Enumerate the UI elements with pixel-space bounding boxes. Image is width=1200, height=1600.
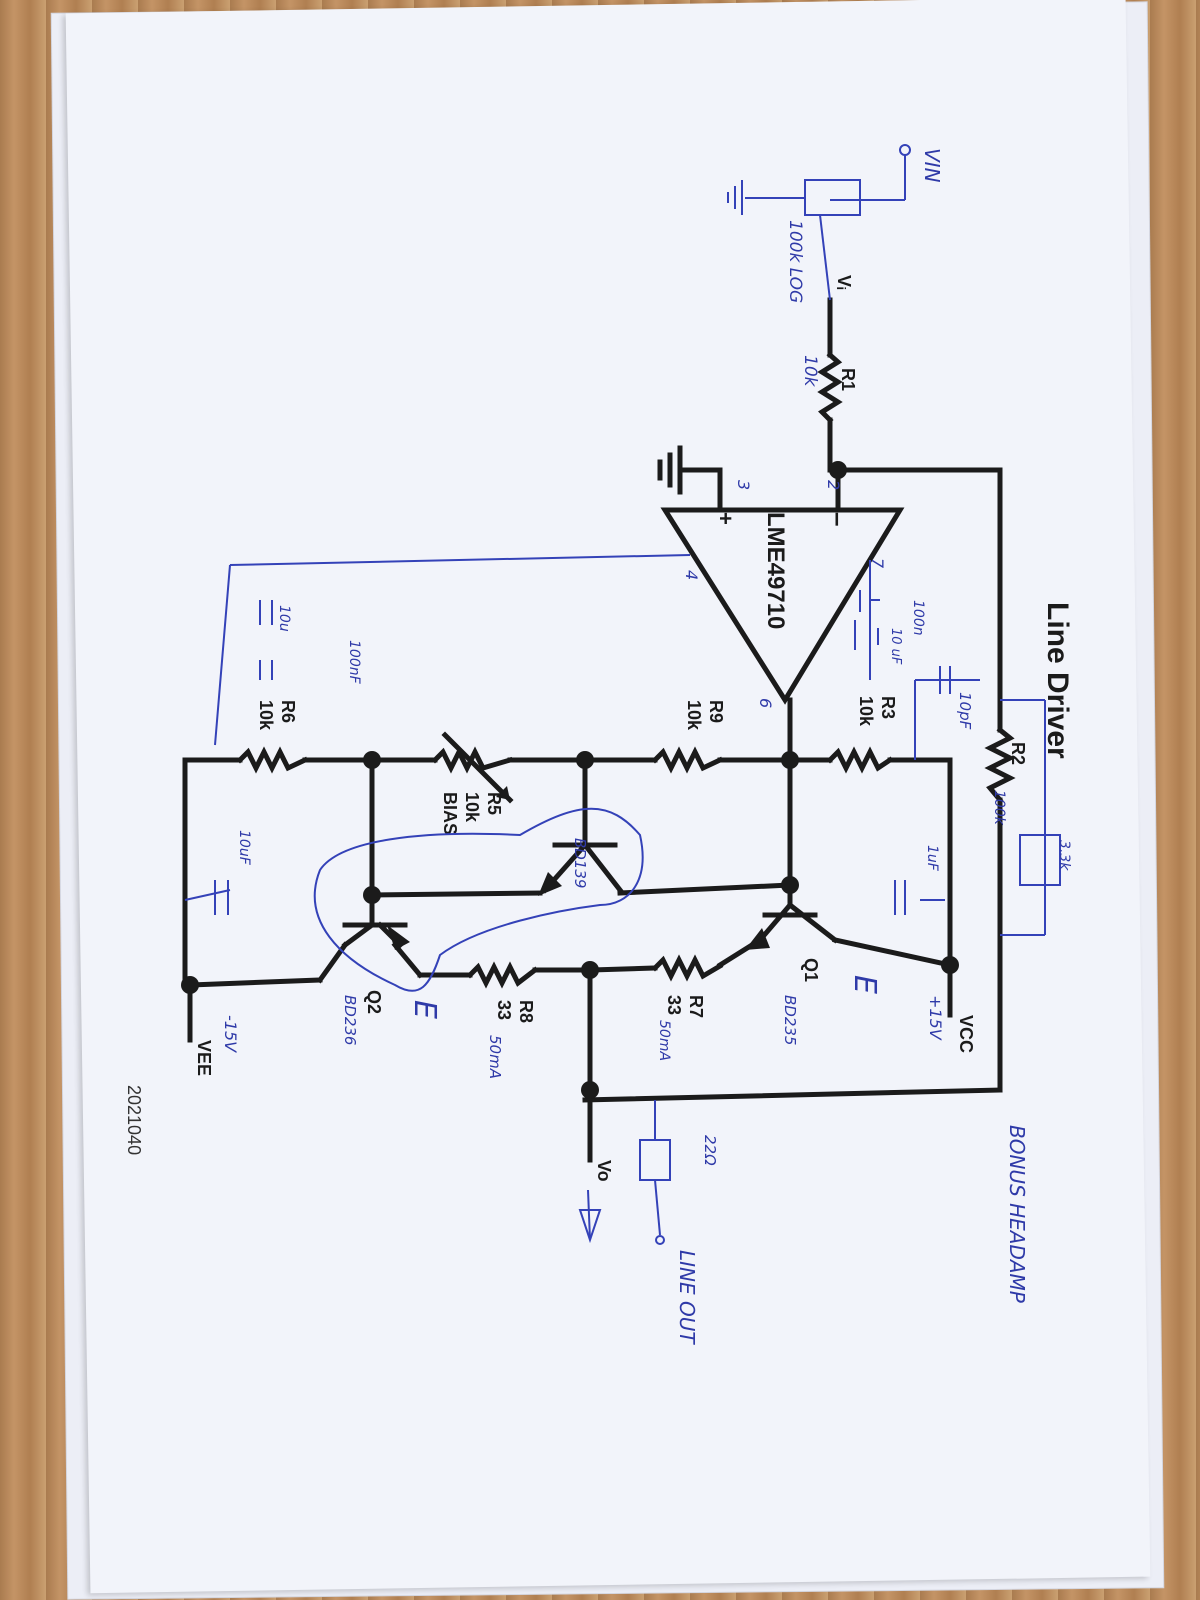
hw-r2-parallel: 3.3k — [1056, 840, 1072, 871]
r3-ref: R3 — [878, 696, 898, 719]
r6-value: 10k — [256, 700, 276, 731]
hw-cap-10uf-bottom: 10uF — [236, 830, 252, 866]
printed-wiring — [182, 297, 1003, 1163]
hw-cap-100n-top: 100n — [910, 600, 926, 636]
hw-pin6: 6 — [756, 698, 775, 708]
qb-arrow — [538, 872, 562, 896]
transistor-symbols — [341, 841, 839, 950]
q1-collector — [786, 901, 839, 944]
hw-pin7: 7 — [868, 558, 887, 569]
resistor-r1 — [817, 351, 843, 424]
footer-code: 2021040 — [124, 1085, 144, 1155]
resistor-r2 — [984, 726, 1016, 804]
handwritten-wiring — [184, 144, 1061, 1245]
diagram-title: Line Driver — [1041, 602, 1074, 759]
r5-value: 10k — [462, 792, 482, 823]
hw-line-out-r: 22Ω — [701, 1135, 719, 1166]
r8-value: 33 — [494, 1000, 514, 1020]
vee-label: VEE — [194, 1040, 214, 1076]
hw-pin3: 3 — [734, 480, 753, 490]
opamp-symbol — [660, 507, 905, 705]
hw-pin4: 4 — [682, 570, 701, 580]
q1-emitter — [756, 901, 794, 944]
opamp-minus: – — [824, 512, 854, 526]
qb-collector — [581, 841, 624, 894]
r5-note: BIAS — [440, 792, 460, 835]
hw-vin: VIN — [920, 148, 944, 183]
opamp-label: LME49710 — [762, 512, 789, 629]
r8-ref: R8 — [516, 1000, 536, 1023]
hw-pin2: 2 — [824, 480, 843, 490]
hw-vee-voltage: -15V — [221, 1015, 240, 1053]
hw-emitter-q2: E — [407, 1000, 442, 1019]
junction-dots — [181, 461, 959, 1099]
hw-cap-10u-left: 10u — [276, 605, 292, 632]
ground-symbol — [657, 445, 683, 495]
hw-r7-current: 50mA — [656, 1020, 672, 1061]
hw-q-bias-part: BD139 — [571, 838, 589, 888]
r7-ref: R7 — [686, 995, 706, 1018]
hw-line-out: LINE OUT — [675, 1250, 699, 1345]
r6-ref: R6 — [278, 700, 298, 723]
q2-arrow — [387, 925, 410, 950]
hw-cap-10pf: 10pF — [956, 692, 974, 730]
opamp-plus: + — [713, 512, 738, 525]
vo-label: Vo — [594, 1160, 614, 1182]
r3-value: 10k — [856, 696, 876, 727]
hw-emitter-q1: E — [847, 975, 882, 994]
r9-ref: R9 — [706, 700, 726, 723]
resistor-symbols — [236, 351, 1016, 989]
hw-q1-part: BD235 — [781, 995, 799, 1045]
hw-r1-value: 10k — [800, 355, 820, 388]
hw-r2-value: 100k — [991, 790, 1007, 826]
resistor-r9 — [651, 746, 724, 774]
hw-cap-1uf: 1uF — [924, 845, 940, 872]
printed-labels: Line Driver LME49710 – + R1 R2 R3 10k R5… — [124, 275, 1074, 1182]
hw-r8-current: 50mA — [486, 1035, 504, 1079]
resistor-r5 — [431, 746, 514, 774]
resistor-r5-wiper — [441, 731, 514, 804]
q1-arrow — [745, 928, 770, 950]
resistor-r3 — [826, 746, 894, 774]
q1-ref: Q1 — [801, 958, 821, 982]
vi-label: Vᵢ — [834, 275, 854, 290]
r2-ref: R2 — [1008, 742, 1028, 765]
r7-value: 33 — [664, 995, 684, 1015]
hw-log-pot: 100k LOG — [785, 220, 805, 303]
resistor-r7 — [651, 954, 724, 982]
hw-vcc-voltage: +15V — [926, 995, 945, 1041]
hw-cap-100nf-left: 100nF — [346, 640, 362, 685]
vcc-label: VCC — [956, 1015, 976, 1053]
r5-ref: R5 — [484, 792, 504, 815]
r9-value: 10k — [684, 700, 704, 731]
q2-ref: Q2 — [364, 990, 384, 1014]
r1-ref: R1 — [838, 368, 858, 391]
q2-collector — [341, 921, 376, 949]
hw-cap-10uf-top: 10 uF — [888, 628, 903, 665]
resistor-r8 — [466, 961, 539, 989]
hw-q2-part: BD236 — [341, 995, 359, 1045]
handwritten-labels: VIN 100k LOG 10k 2 3 4 6 7 100n 10 uF 10… — [221, 148, 1072, 1345]
resistor-r6 — [236, 746, 309, 774]
resistor-r5-arrow — [496, 786, 510, 800]
hw-heading: BONUS HEADAMP — [1005, 1125, 1029, 1304]
